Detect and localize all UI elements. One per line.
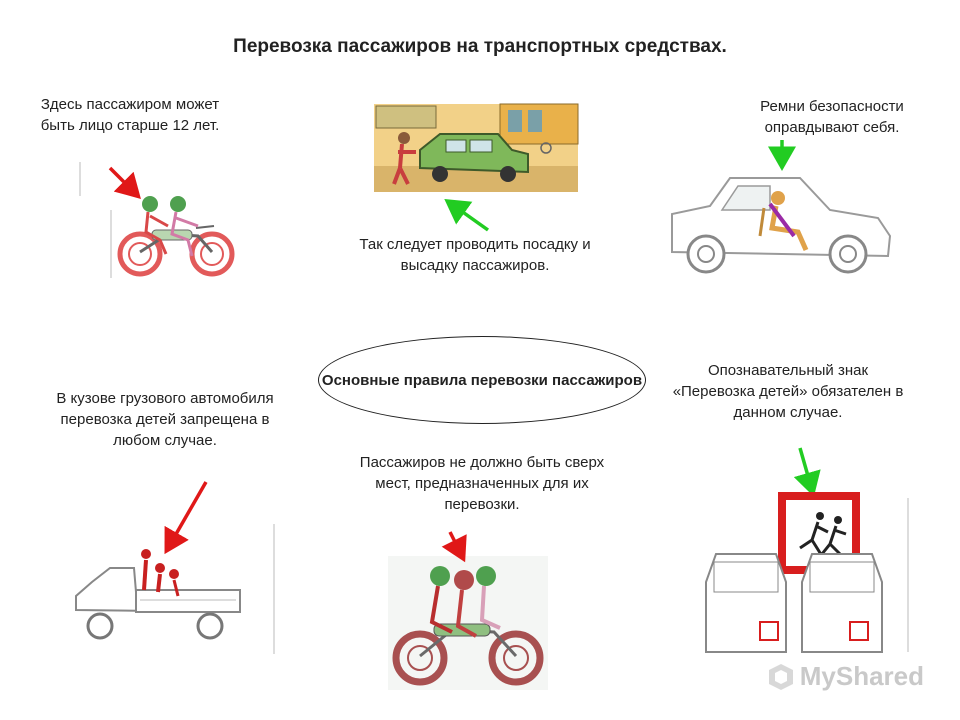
caption-seatbelts: Ремни безопасности оправдывают себя. xyxy=(760,98,904,136)
caption-passenger-age: Здесь пассажиром может быть лицо старше … xyxy=(40,96,220,134)
car-seatbelt-icon xyxy=(671,140,892,274)
arrow-green-1 xyxy=(444,198,490,232)
motorcycle-two-riders-icon xyxy=(79,162,235,278)
caption-boarding: Так следует проводить посадку и высадку … xyxy=(359,236,591,274)
center-ellipse: Основные правила перевозки пассажиров xyxy=(318,336,646,424)
center-label: Основные правила перевозки пассажиров xyxy=(321,371,643,389)
car-boarding-icon xyxy=(374,103,579,192)
watermark-logo-icon xyxy=(768,663,793,690)
motorcycle-overloaded-icon xyxy=(388,556,548,690)
buses-icon xyxy=(705,498,909,653)
arrow-red-2 xyxy=(164,481,208,555)
arrow-red-1 xyxy=(108,166,141,199)
caption-seats-limit: Пассажиров не должно быть сверх мест, пр… xyxy=(359,454,605,513)
caption-children-sign: Опознавательный знак «Перевозка детей» о… xyxy=(672,362,904,421)
truck-with-children-icon xyxy=(75,524,275,654)
page-title: Перевозка пассажиров на транспортных сре… xyxy=(233,36,727,57)
caption-truck: В кузове грузового автомобиля перевозка … xyxy=(56,390,274,449)
watermark-text: MyShared xyxy=(799,661,924,691)
arrow-red-3 xyxy=(441,531,467,563)
arrow-green-3 xyxy=(793,447,821,497)
children-transport-sign-icon xyxy=(778,447,860,574)
watermark: MyShared xyxy=(766,661,924,692)
